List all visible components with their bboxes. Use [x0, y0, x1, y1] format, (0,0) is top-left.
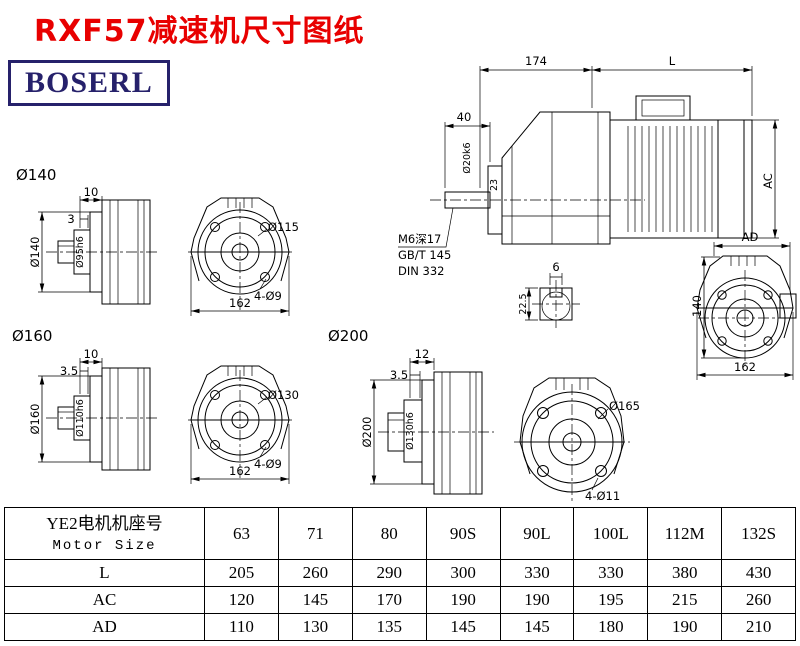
motor-size-header-cn: YE2电机机座号 — [46, 513, 163, 533]
col-header-90l: 90L — [499, 507, 575, 560]
motor-size-header: YE2电机机座号 Motor Size — [4, 507, 205, 560]
cell-l-90s: 300 — [425, 559, 501, 587]
table-row-ac: AC 120 145 170 190 190 195 215 260 — [4, 586, 796, 614]
view-rear: AD 140 162 — [690, 230, 797, 380]
dim-140-spigot: Ø95h6 — [75, 236, 86, 268]
col-header-71: 71 — [277, 507, 353, 560]
cell-ac-90s: 190 — [425, 586, 501, 614]
label-200-boltcircle: Ø165 — [609, 399, 640, 413]
dim-140-offset: 10 — [84, 185, 99, 199]
section-label-160: Ø160 — [12, 327, 53, 345]
cell-l-71: 260 — [277, 559, 353, 587]
dim-200-offset: 12 — [415, 347, 430, 361]
view-200-side: 12 3.5 Ø200 Ø130h6 — [360, 347, 494, 495]
label-200-holes: 4-Ø11 — [585, 489, 620, 503]
dim-motor-length: L — [669, 54, 676, 68]
cell-ac-112m: 215 — [647, 586, 723, 614]
cell-ad-90s: 145 — [425, 613, 501, 641]
note-tap: M6深17 — [398, 232, 441, 246]
cell-ad-90l: 145 — [499, 613, 575, 641]
dimension-table: YE2电机机座号 Motor Size 63 71 80 90S 90L 100… — [4, 507, 796, 641]
cell-l-80: 290 — [351, 559, 427, 587]
cell-l-100l: 330 — [573, 559, 649, 587]
row-label-ac: AC — [4, 586, 205, 614]
row-label-l: L — [4, 559, 205, 587]
cell-ac-80: 170 — [351, 586, 427, 614]
terminal-box — [635, 95, 691, 121]
label-140-boltcircle: Ø115 — [268, 220, 299, 234]
section-label-200: Ø200 — [328, 327, 369, 345]
dim-shaft-dia: Ø20k6 — [462, 142, 473, 173]
dim-140-overall: 162 — [229, 296, 251, 310]
note-standard-din: DIN 332 — [398, 264, 444, 278]
cell-ac-90l: 190 — [499, 586, 575, 614]
label-160-boltcircle: Ø130 — [268, 388, 299, 402]
dim-200-step: 3.5 — [390, 368, 408, 382]
gear-housing — [501, 111, 611, 245]
dim-rear-width: 162 — [734, 360, 756, 374]
cell-l-63: 205 — [204, 559, 279, 587]
col-header-112m: 112M — [647, 507, 723, 560]
col-header-63: 63 — [204, 507, 279, 560]
cell-ac-63: 120 — [204, 586, 279, 614]
note-standard-gb: GB/T 145 — [398, 248, 451, 262]
dim-shaft-length: 40 — [457, 110, 472, 124]
dim-140-flange: Ø140 — [28, 236, 42, 267]
boserl-logo: BOSERL — [8, 60, 170, 106]
dim-160-spigot: Ø110h6 — [75, 399, 86, 437]
dim-gear-length: 174 — [525, 54, 547, 68]
dim-160-offset: 10 — [84, 347, 99, 361]
view-assembly: 174 L 40 Ø20k6 23 AC M6深17 GB/T 145 DIN … — [398, 54, 779, 328]
dim-200-spigot: Ø130h6 — [405, 412, 416, 450]
dim-key-depth: 22.5 — [518, 293, 529, 314]
technical-drawing: 10 3 Ø140 Ø95h6 Ø115 4-Ø9 — [28, 54, 797, 503]
col-header-80: 80 — [351, 507, 427, 560]
cell-ad-63: 110 — [204, 613, 279, 641]
view-160-front: Ø130 4-Ø9 162 — [188, 365, 299, 484]
dim-key-width: 6 — [552, 260, 559, 274]
dim-hub-length: 23 — [489, 179, 500, 191]
dim-160-overall: 162 — [229, 464, 251, 478]
cell-ac-132s: 260 — [721, 586, 796, 614]
col-header-90s: 90S — [425, 507, 501, 560]
dim-rear-height: 140 — [690, 295, 704, 317]
col-header-132s: 132S — [721, 507, 796, 560]
label-160-holes: 4-Ø9 — [254, 457, 282, 471]
view-140-side: 10 3 Ø140 Ø95h6 — [28, 185, 160, 305]
col-header-100l: 100L — [573, 507, 649, 560]
dim-140-step: 3 — [67, 212, 74, 226]
cell-ad-112m: 190 — [647, 613, 723, 641]
table-row-ad: AD 110 130 135 145 145 180 190 210 — [4, 613, 796, 641]
cell-ad-132s: 210 — [721, 613, 796, 641]
output-shaft — [444, 191, 491, 209]
cell-ad-71: 130 — [277, 613, 353, 641]
page-title: RXF57减速机尺寸图纸 — [34, 14, 365, 49]
motor-body — [609, 119, 753, 239]
dim-160-flange: Ø160 — [28, 403, 42, 434]
cell-ac-100l: 195 — [573, 586, 649, 614]
motor-size-header-en: Motor Size — [52, 537, 157, 554]
dim-200-flange: Ø200 — [360, 416, 374, 447]
cell-l-132s: 430 — [721, 559, 796, 587]
rear-terminal-box — [779, 293, 797, 319]
cell-ac-71: 145 — [277, 586, 353, 614]
view-140-front: Ø115 4-Ø9 162 — [188, 197, 299, 316]
label-140-holes: 4-Ø9 — [254, 289, 282, 303]
view-160-side: 10 3.5 Ø160 Ø110h6 — [28, 347, 160, 471]
cell-l-112m: 380 — [647, 559, 723, 587]
table-header-row: YE2电机机座号 Motor Size 63 71 80 90S 90L 100… — [4, 507, 796, 560]
dim-motor-height-ac: AC — [761, 173, 775, 189]
dim-ad: AD — [742, 230, 759, 244]
view-200-front: Ø165 4-Ø11 — [514, 377, 640, 503]
cell-ad-80: 135 — [351, 613, 427, 641]
row-label-ad: AD — [4, 613, 205, 641]
table-row-l: L 205 260 290 300 330 330 380 430 — [4, 559, 796, 587]
dim-160-step: 3.5 — [60, 364, 78, 378]
cell-l-90l: 330 — [499, 559, 575, 587]
cell-ad-100l: 180 — [573, 613, 649, 641]
section-label-140: Ø140 — [16, 166, 57, 184]
